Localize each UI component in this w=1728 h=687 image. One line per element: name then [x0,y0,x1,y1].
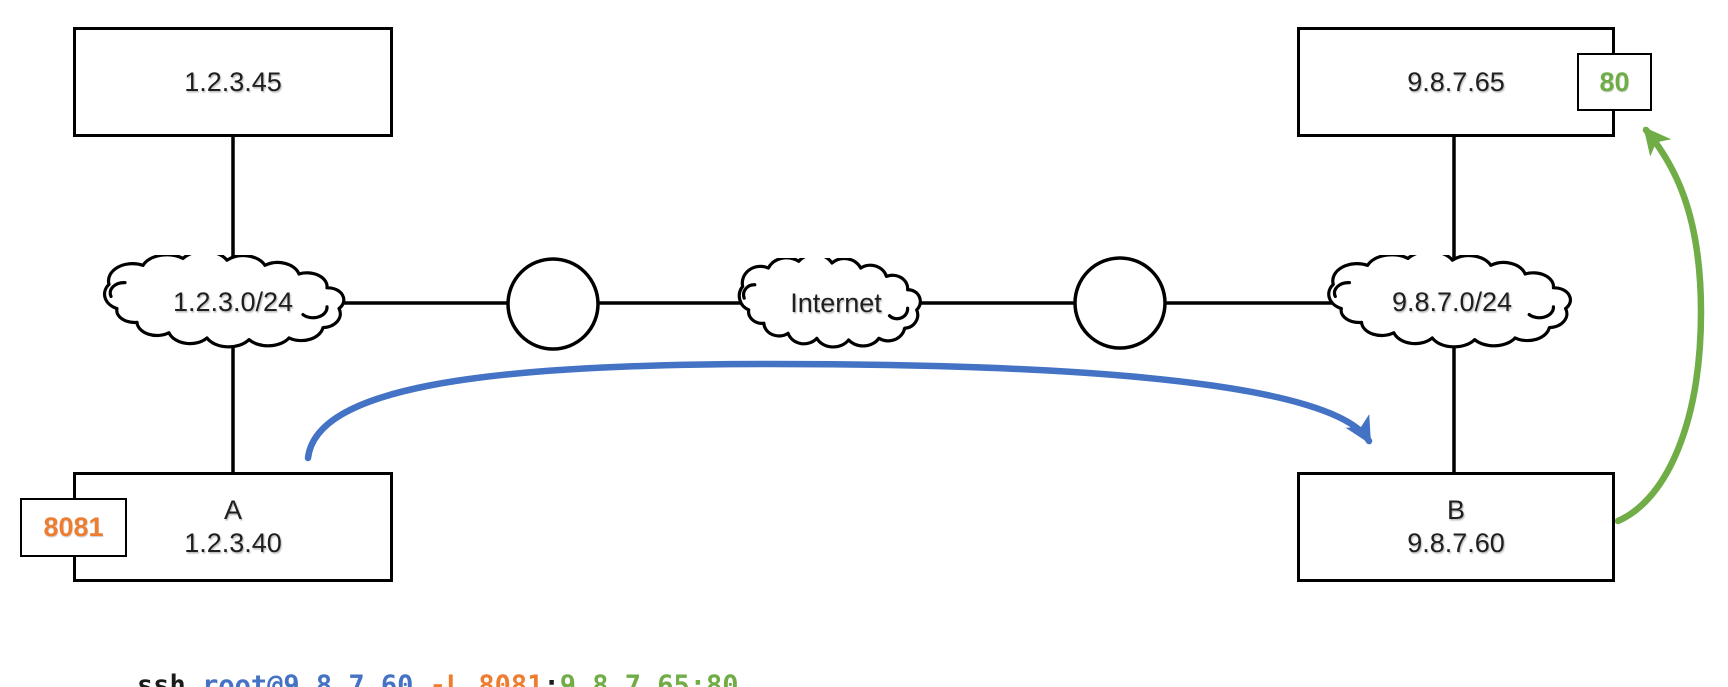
web-server-ip-label: 9.8.7.65 [1407,66,1505,97]
cmd-user-at-host: root@9.8.7.60 [202,670,414,687]
router-circle-left [506,257,600,351]
forwarded-connection-arrow [1614,126,1705,525]
cloud-left-subnet [102,255,346,349]
router-circle-right [1073,256,1167,350]
host-a-ip-label: 1.2.3.40 [184,528,282,558]
host-b-name-label: B [1446,495,1465,525]
cloud-right-subnet [1327,255,1573,349]
node-box-web-server: 9.8.7.65 [1297,27,1615,137]
host-b-ip-label: 9.8.7.60 [1407,528,1505,558]
node-box-host-b: B 9.8.7.60 [1297,472,1615,582]
ssh-command-line: ssh root@9.8.7.60 -L 8081:9.8.7.65:80 [72,635,739,687]
port-8081-label: 8081 [43,512,104,542]
host-a-name-label: A [223,495,242,525]
cloud-internet [737,258,922,349]
port-badge-80: 80 [1577,53,1652,111]
remote-client-ip-label: 1.2.3.45 [184,66,282,97]
cmd-remote-host-port: 9.8.7.65:80 [559,670,739,687]
cmd-ssh-keyword: ssh [137,670,203,687]
port-badge-8081: 8081 [20,498,127,557]
cmd-separator-colon: : [543,670,560,687]
port-80-label: 80 [1599,66,1630,97]
node-box-remote-client: 1.2.3.45 [73,27,393,137]
ssh-tunnel-arrow [304,360,1373,462]
cmd-flag-local-port: -L 8081 [413,670,544,687]
